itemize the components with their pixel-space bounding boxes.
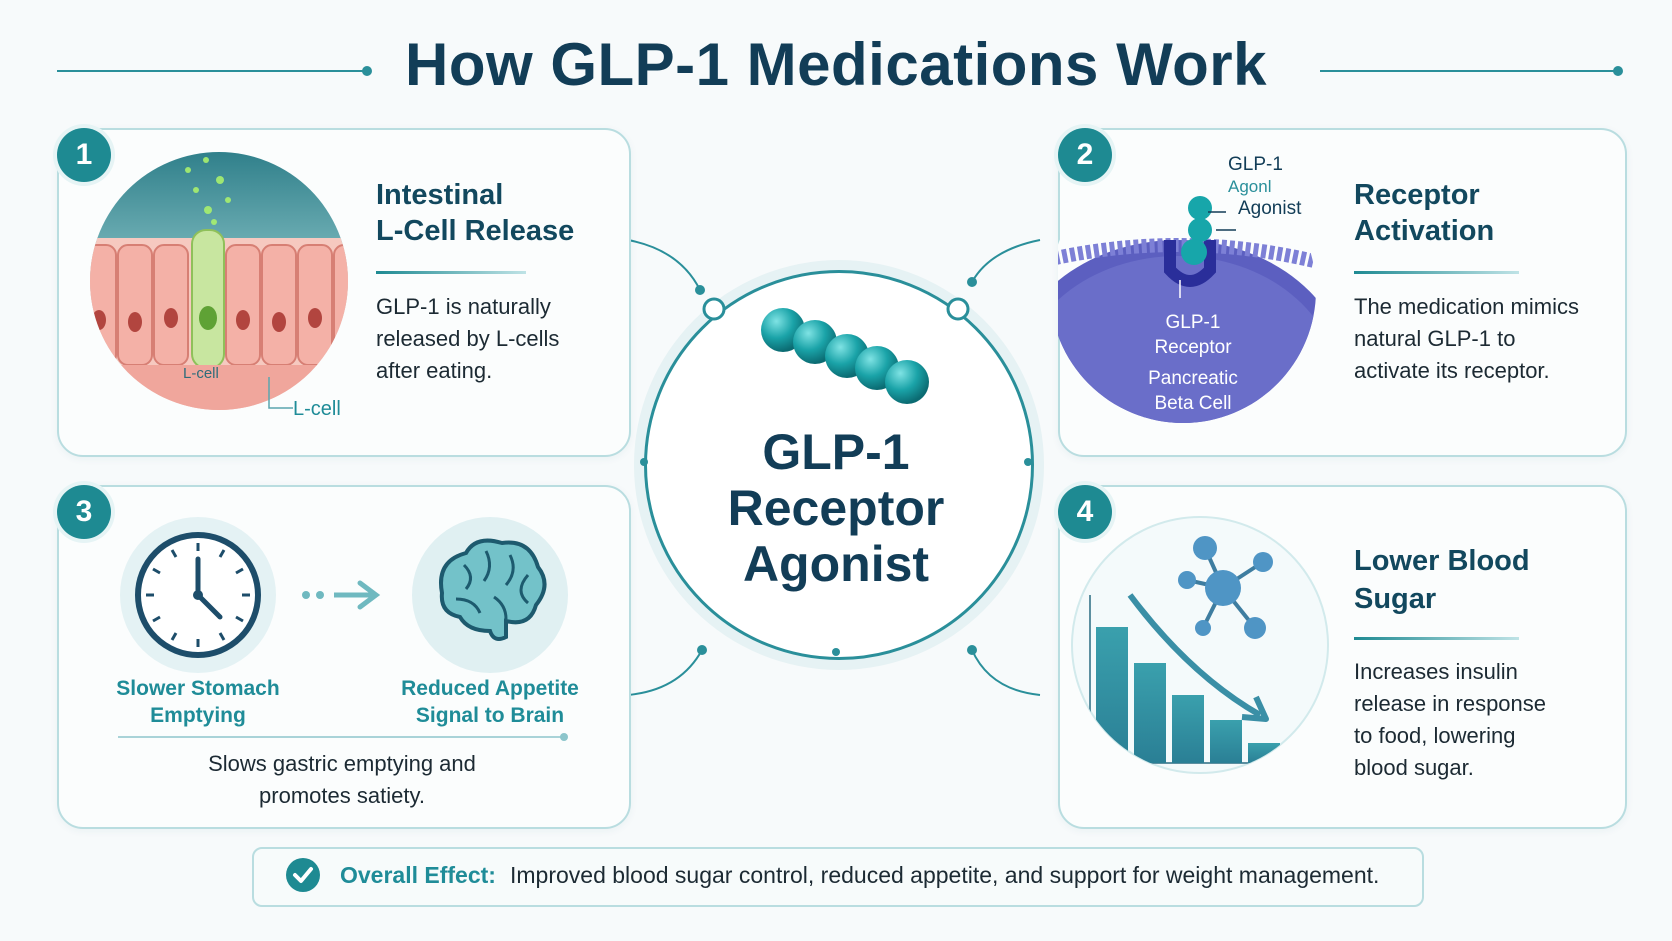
step-badge-2: 2 [1058, 128, 1112, 182]
lcell-inline-label: L-cell [183, 365, 219, 382]
beta-cell-label-line2: Beta Cell [1154, 393, 1232, 414]
receptor-cell-illustration [1058, 157, 1316, 423]
step-2-title-line2: Activation [1354, 215, 1495, 247]
bar-chart-icon [1071, 516, 1329, 774]
step-1-title-line2: L-Cell Release [376, 215, 575, 247]
step-2-title-line1: Receptor [1354, 179, 1480, 211]
reduced-appetite-label: Reduced Appetite Signal to Brain [390, 675, 590, 729]
step-4-description: Increases insulin release in response to… [1354, 656, 1546, 784]
overall-effect-label: Overall Effect: [340, 862, 496, 888]
step-3-description: Slows gastric emptying and promotes sati… [57, 748, 627, 812]
center-label: GLP-1 Receptor Agonist [644, 424, 1028, 592]
check-icon [286, 858, 320, 892]
step-4-title: Lower Blood Sugar [1354, 543, 1530, 617]
intestinal-cells-illustration: L-cell [90, 152, 348, 410]
step-1-desc-line2: released by L-cells [376, 326, 560, 351]
agonist-label: GLP-1 Agonl Agonist [1228, 154, 1301, 220]
step-1-description: GLP-1 is naturally released by L-cells a… [376, 291, 559, 387]
step-badge-1: 1 [57, 128, 111, 182]
brain-icon [412, 517, 568, 673]
center-label-line2: Receptor [727, 480, 945, 536]
center-label-line3: Agonist [742, 536, 930, 592]
beta-cell-label-line1: Pancreatic [1148, 368, 1238, 389]
slower-stomach-label-line1: Slower Stomach [116, 677, 280, 700]
connector-dot-4 [967, 645, 977, 655]
overall-effect-bar [252, 847, 1424, 907]
step-4-desc-line2: release in response [1354, 691, 1547, 716]
connector-3 [627, 649, 703, 696]
receptor-label-line2: Receptor [1154, 337, 1232, 358]
step-1-desc-line1: GLP-1 is naturally [376, 294, 551, 319]
step-4-title-line2: Sugar [1354, 583, 1437, 615]
step-1-title: Intestinal L-Cell Release [376, 177, 574, 249]
lcell-callout-label: L-cell [293, 398, 341, 420]
step-3-divider-dot [560, 733, 568, 741]
page-title: How GLP-1 Medications Work [405, 31, 1267, 98]
step-2-desc-line1: The medication mimics [1354, 294, 1579, 319]
molecule-icon [1178, 536, 1273, 639]
step-4-desc-line1: Increases insulin [1354, 659, 1518, 684]
center-label-line1: GLP-1 [762, 424, 910, 480]
step-2-rule [1354, 271, 1519, 274]
agonist-label-top: GLP-1 [1228, 154, 1283, 175]
step-2-desc-line2: natural GLP-1 to [1354, 326, 1516, 351]
step-2-desc-line3: activate its receptor. [1354, 358, 1550, 383]
title-row: How GLP-1 Medications Work [0, 30, 1672, 110]
step-3-desc-line2: promotes satiety. [259, 783, 425, 808]
reduced-appetite-label-line2: Signal to Brain [415, 704, 565, 727]
connector-2 [971, 239, 1041, 283]
connector-4 [971, 649, 1041, 696]
receptor-label-line1: GLP-1 [1165, 312, 1221, 333]
molecule-chain-icon [761, 308, 929, 404]
step-4-desc-line3: to food, lowering [1354, 723, 1516, 748]
arrow-right-icon [302, 580, 381, 610]
step-3-divider [118, 736, 562, 738]
connector-1 [627, 239, 701, 291]
overall-effect-text: Improved blood sugar control, reduced ap… [510, 862, 1380, 888]
step-badge-3: 3 [57, 485, 111, 539]
connector-dot-1 [695, 285, 705, 295]
title-dot-left [362, 66, 372, 76]
step-4-desc-line4: blood sugar. [1354, 755, 1474, 780]
clock-icon [120, 517, 276, 673]
step-1-rule [376, 271, 526, 274]
title-dot-right [1613, 66, 1623, 76]
step-4-title-line1: Lower Blood [1354, 545, 1530, 577]
connector-dot-2 [967, 277, 977, 287]
connector-dot-3 [697, 645, 707, 655]
agonist-label-mid: Agonl [1228, 177, 1272, 196]
agonist-label-bottom: Agonist [1238, 198, 1302, 219]
slower-stomach-label: Slower Stomach Emptying [105, 675, 291, 729]
step-1-desc-line3: after eating. [376, 358, 493, 383]
lcell-callout-line [268, 377, 293, 409]
step-4-rule [1354, 637, 1519, 640]
beta-cell-label: Pancreatic Beta Cell [1118, 366, 1268, 416]
step-2-description: The medication mimics natural GLP-1 to a… [1354, 291, 1579, 387]
step-2-title: Receptor Activation [1354, 177, 1494, 249]
title-divider-right [1320, 70, 1620, 72]
slower-stomach-label-line2: Emptying [150, 704, 246, 727]
step-badge-4: 4 [1058, 485, 1112, 539]
step-1-title-line1: Intestinal [376, 179, 504, 211]
step-3-desc-line1: Slows gastric emptying and [208, 751, 476, 776]
title-divider-left [57, 70, 367, 72]
receptor-label: GLP-1 Receptor [1118, 310, 1268, 360]
reduced-appetite-label-line1: Reduced Appetite [401, 677, 579, 700]
